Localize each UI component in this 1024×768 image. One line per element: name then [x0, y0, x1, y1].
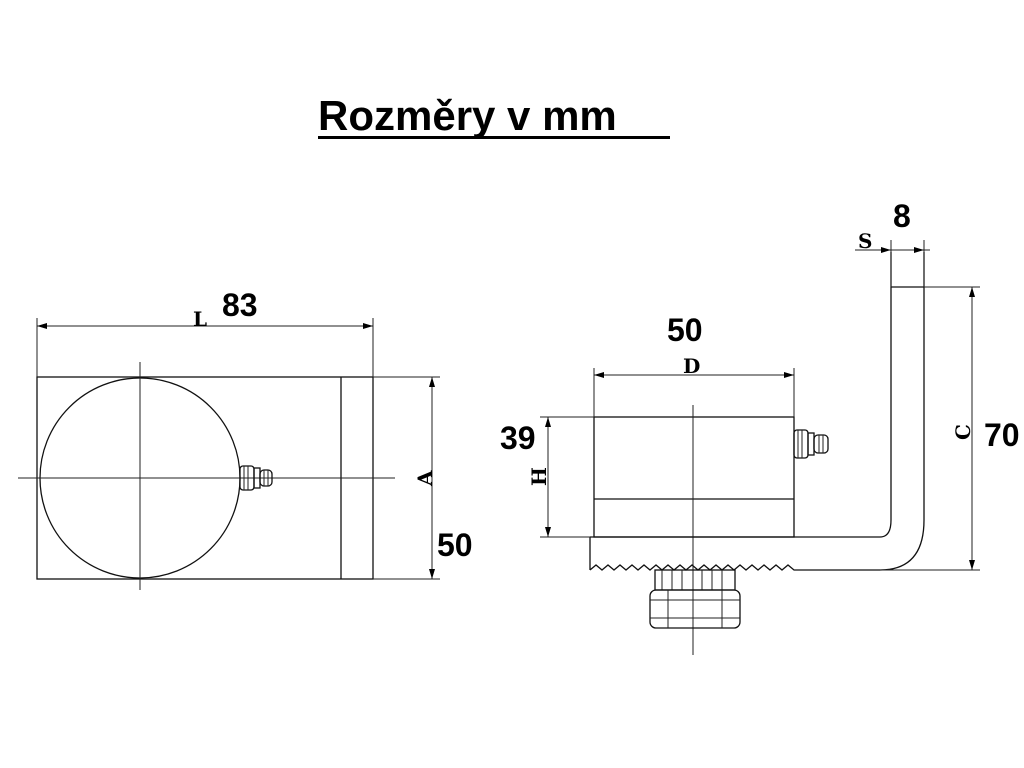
value-S: 8: [893, 198, 911, 234]
dim-letter-H: H: [527, 467, 551, 486]
value-A: 50: [437, 527, 473, 563]
bracket-arm-inner: [879, 252, 892, 538]
dimension-C: [880, 286, 980, 571]
dim-letter-S: S: [858, 229, 872, 253]
grease-nipple-right: [793, 429, 829, 459]
dimension-H: [540, 416, 594, 538]
dim-letter-L: L: [193, 307, 207, 331]
bracket-arm-outer: [879, 252, 925, 571]
mounting-nut: [649, 569, 741, 629]
dimension-A: [373, 376, 440, 580]
dimension-S: [855, 240, 930, 287]
right-cylinder-body: [593, 416, 795, 538]
value-L: 83: [222, 287, 258, 323]
dimension-L: [36, 318, 374, 377]
dim-letter-C: C: [951, 424, 975, 440]
bracket-serrated-edge: [589, 564, 880, 571]
value-C: 70: [984, 417, 1020, 453]
left-view: L A: [18, 307, 440, 590]
value-H: 39: [500, 420, 536, 456]
bracket-base-top: [589, 536, 880, 570]
dimension-D: [593, 368, 795, 417]
dim-letter-A: A: [413, 470, 437, 487]
value-D: 50: [667, 312, 703, 348]
right-view: D H S C: [527, 229, 980, 655]
dim-letter-D: D: [683, 354, 700, 378]
title-underline: [318, 136, 670, 139]
page-title: Rozměry v mm: [318, 92, 617, 139]
grease-nipple-left: [239, 465, 273, 491]
